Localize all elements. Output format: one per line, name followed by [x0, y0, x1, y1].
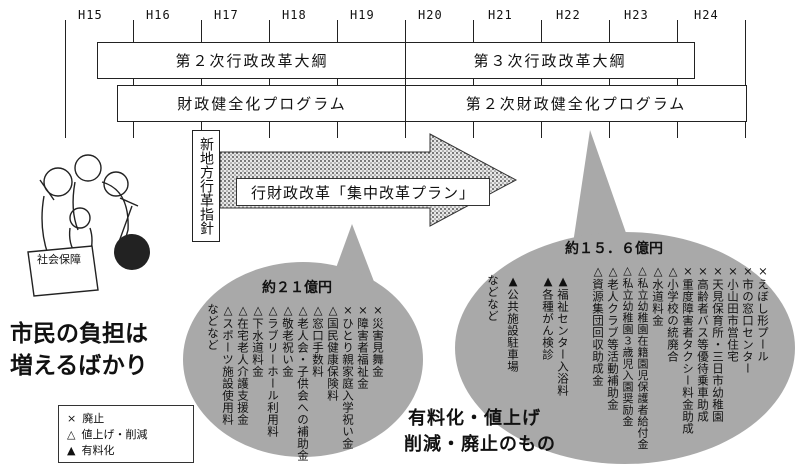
year-label: H20 [418, 8, 443, 22]
year-divider [677, 20, 678, 138]
legend-row: △ 値上げ・削減 [67, 426, 185, 442]
list-item: △水道料金 [651, 264, 665, 327]
year-label: H23 [624, 8, 649, 22]
list-item: ▲各種がん検診 [541, 274, 555, 361]
year-label: H19 [350, 8, 375, 22]
finance1-bar: 財政健全化プログラム [117, 85, 407, 122]
list-item: △老人会・子供会への補助金 [296, 303, 310, 462]
list-item: △在宅老人介護支援金 [236, 303, 250, 426]
triangle-outline-icon: △ [67, 427, 76, 441]
list-item: ▲公共施設駐車場 [506, 274, 520, 373]
list-item: ×重度障害者タクシー料金助成 [681, 264, 695, 435]
year-label: H18 [282, 8, 307, 22]
legend-box: × 廃止 △ 値上げ・削減 ▲ 有料化 [58, 405, 194, 463]
year-divider [473, 20, 474, 138]
year-label: H15 [78, 8, 103, 22]
year-divider [405, 20, 406, 138]
cross-icon: × [67, 411, 77, 425]
triangle-filled-icon: ▲ [67, 443, 76, 457]
list-item: △窓口手数料 [311, 303, 325, 378]
list-item: △老人クラブ等活動補助金 [606, 264, 620, 411]
list-item: △スポーツ施設使用料 [221, 303, 235, 426]
list-item: △小学校の統廃合 [666, 264, 680, 363]
list-item: △私立幼稚園３歳児入園奨励金 [621, 264, 634, 427]
guideline-box: 新地方行革指針 [192, 130, 220, 242]
finance2-bar: 第２次財政健全化プログラム [405, 85, 747, 122]
year-divider [541, 20, 542, 138]
headline-line1: 市民の負担は [10, 321, 148, 347]
family-illustration [27, 154, 150, 297]
list-item: △下水道料金 [251, 303, 265, 378]
year-label: H16 [146, 8, 171, 22]
list-item: △国民健康保険料 [326, 303, 340, 402]
list-item: △私立幼稚園在籍園児保護者給付金 [636, 264, 649, 450]
list-item: △ラブリーホール利用料 [266, 303, 280, 438]
list-item: ×小山田市営住宅 [726, 264, 740, 363]
sign-label: 社会保障 [37, 253, 81, 266]
list-item: ×災害見舞金 [371, 303, 385, 378]
list-item: ×高齢者バス等優待乗車助成 [696, 264, 710, 423]
list-item: ×市の窓口センター [741, 264, 755, 375]
year-divider [745, 20, 746, 138]
year-label: H17 [214, 8, 239, 22]
left-bubble-total: 約２１億円 [262, 280, 332, 296]
plan2-bar: 第２次行政改革大綱 [97, 42, 407, 79]
legend-row: × 廃止 [67, 410, 185, 426]
caption-line1: 有料化・値上げ [408, 408, 541, 429]
year-label: H21 [488, 8, 513, 22]
legend-label: 値上げ・削減 [81, 428, 148, 441]
list-item: ×天見保育所・三日市幼稚園 [711, 264, 725, 423]
list-item: などなど [206, 303, 220, 351]
list-item: ×えぼし形プール [756, 264, 770, 363]
headline-line2: 増えるばかり [10, 353, 148, 379]
right-bubble [455, 232, 795, 464]
year-label: H24 [694, 8, 719, 22]
year-divider [269, 20, 270, 138]
list-item: △敬老祝い金 [281, 303, 295, 378]
plan3-bar: 第３次行政改革大綱 [405, 42, 695, 79]
year-divider [201, 20, 202, 138]
list-item: ▲福祉センター入浴料 [556, 274, 570, 397]
legend-row: ▲ 有料化 [67, 442, 185, 458]
list-item: などなど [486, 274, 500, 322]
year-divider [609, 20, 610, 138]
list-item: ×ひとり親家庭入学祝い金 [341, 303, 355, 450]
arrow-label: 行財政改革「集中改革プラン」 [236, 178, 490, 206]
left-bubble [183, 262, 423, 457]
year-divider [337, 20, 338, 138]
year-label: H22 [556, 8, 581, 22]
right-bubble-total: 約１５．６億円 [565, 241, 663, 257]
list-item: ×障害者福祉金 [356, 303, 370, 390]
year-divider [133, 20, 134, 138]
caption-line2: 削減・廃止のもの [404, 434, 556, 455]
legend-label: 有料化 [81, 444, 115, 457]
list-item: △資源集団回収助成金 [591, 264, 605, 387]
year-divider [65, 20, 66, 138]
legend-label: 廃止 [82, 412, 105, 425]
